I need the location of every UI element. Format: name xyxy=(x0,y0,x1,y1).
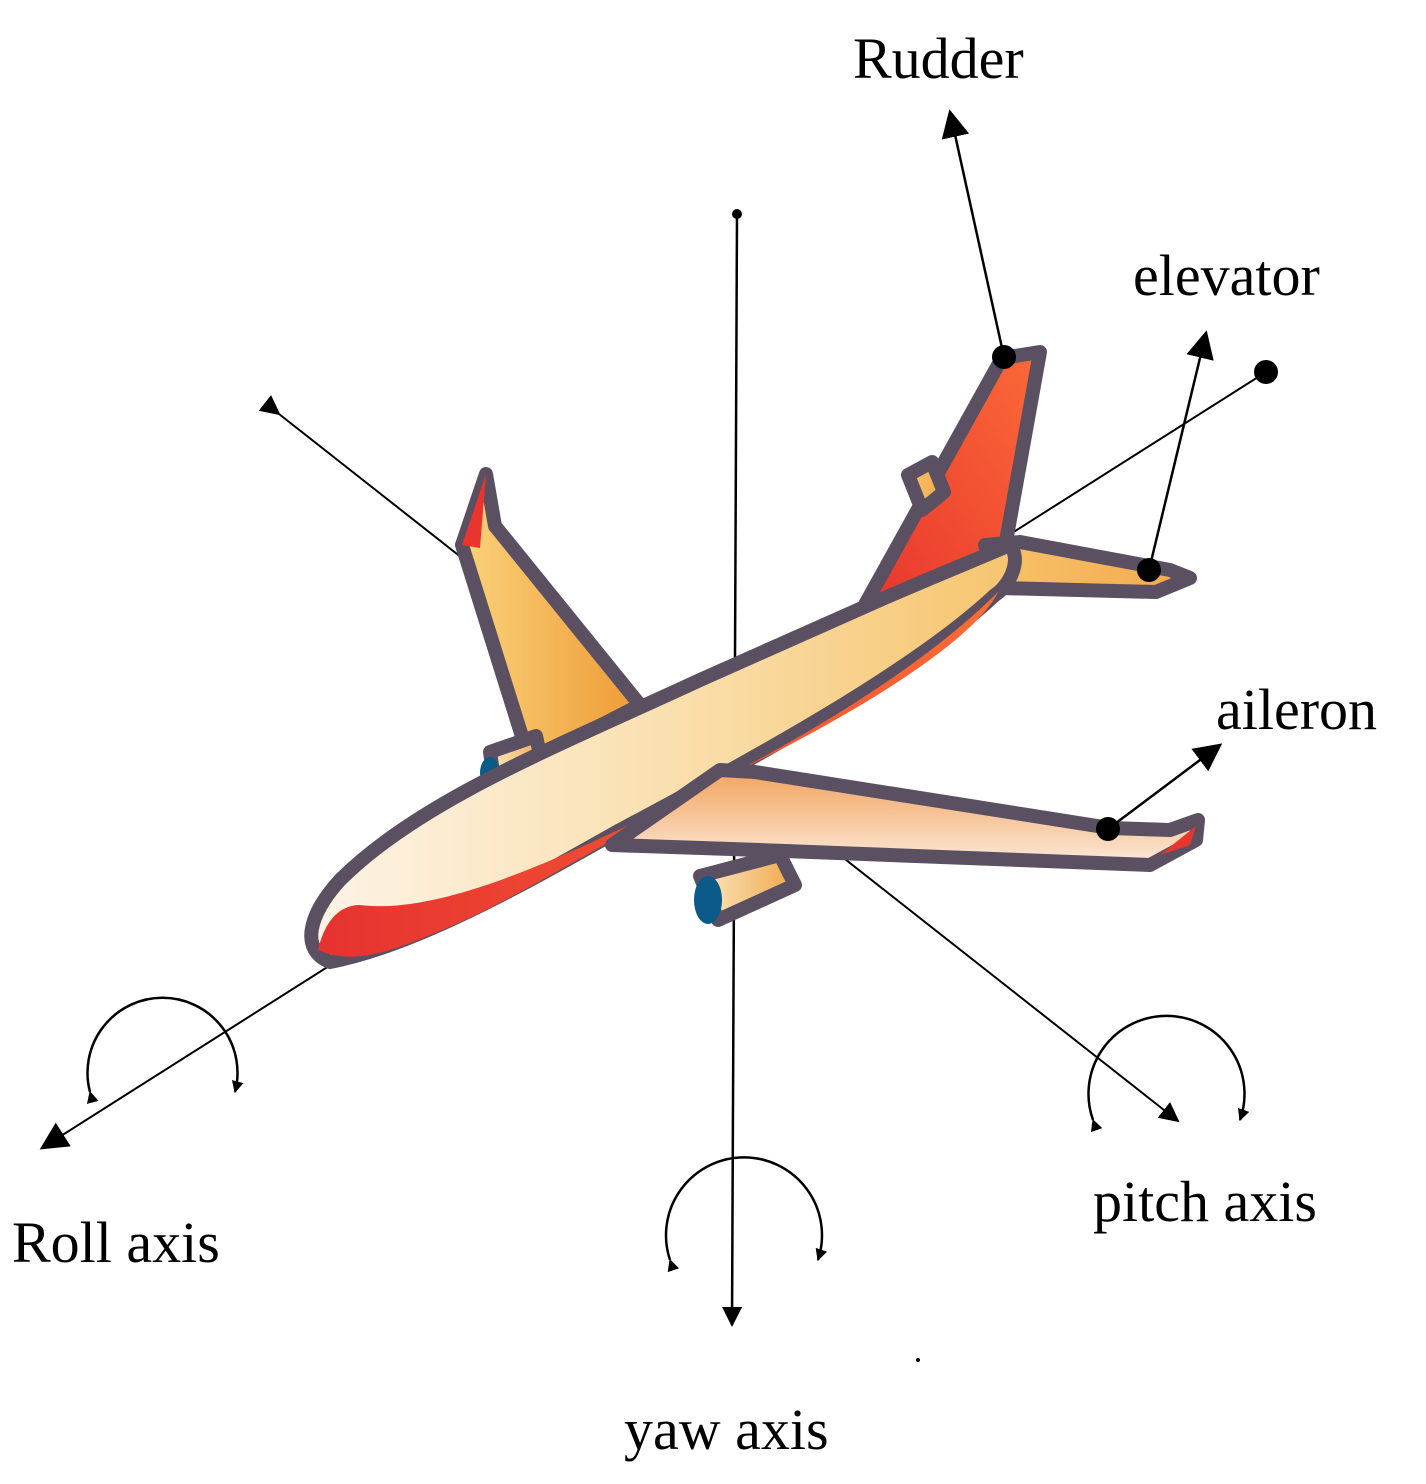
aileron-label: aileron xyxy=(1216,677,1378,742)
yaw-axis-top-dot xyxy=(732,209,742,219)
aileron-dot xyxy=(1096,817,1120,841)
elevator-label: elevator xyxy=(1133,243,1320,308)
rotation-arrows xyxy=(86,996,1250,1273)
yaw-axis-label: yaw axis xyxy=(624,1397,829,1462)
roll-axis-label: Roll axis xyxy=(12,1210,220,1275)
fuselage xyxy=(304,538,1022,969)
roll-rotation-icon xyxy=(86,996,244,1104)
rudder-label: Rudder xyxy=(853,26,1024,91)
fuselage-belly xyxy=(318,592,998,957)
pitch-axis-label: pitch axis xyxy=(1093,1169,1317,1234)
roll-axis-end-dot xyxy=(1254,360,1278,384)
near-wing-tip xyxy=(1160,826,1196,855)
rudder-pointer xyxy=(941,109,1006,358)
aileron-pointer xyxy=(1107,743,1223,830)
yaw-rotation-icon xyxy=(664,1156,828,1273)
near-engine-inlet xyxy=(694,876,722,924)
elevator-dot xyxy=(1137,558,1161,582)
pitch-rotation-icon xyxy=(1087,1014,1250,1133)
far-wing-tip xyxy=(462,474,486,548)
control-pointers xyxy=(941,109,1223,841)
elevator-pointer xyxy=(1147,330,1214,571)
near-wing xyxy=(605,763,1205,872)
rudder-dot xyxy=(992,345,1016,369)
airplane-icon xyxy=(304,345,1205,969)
tail-small-fin xyxy=(901,455,951,517)
stray-dot xyxy=(916,1358,920,1362)
